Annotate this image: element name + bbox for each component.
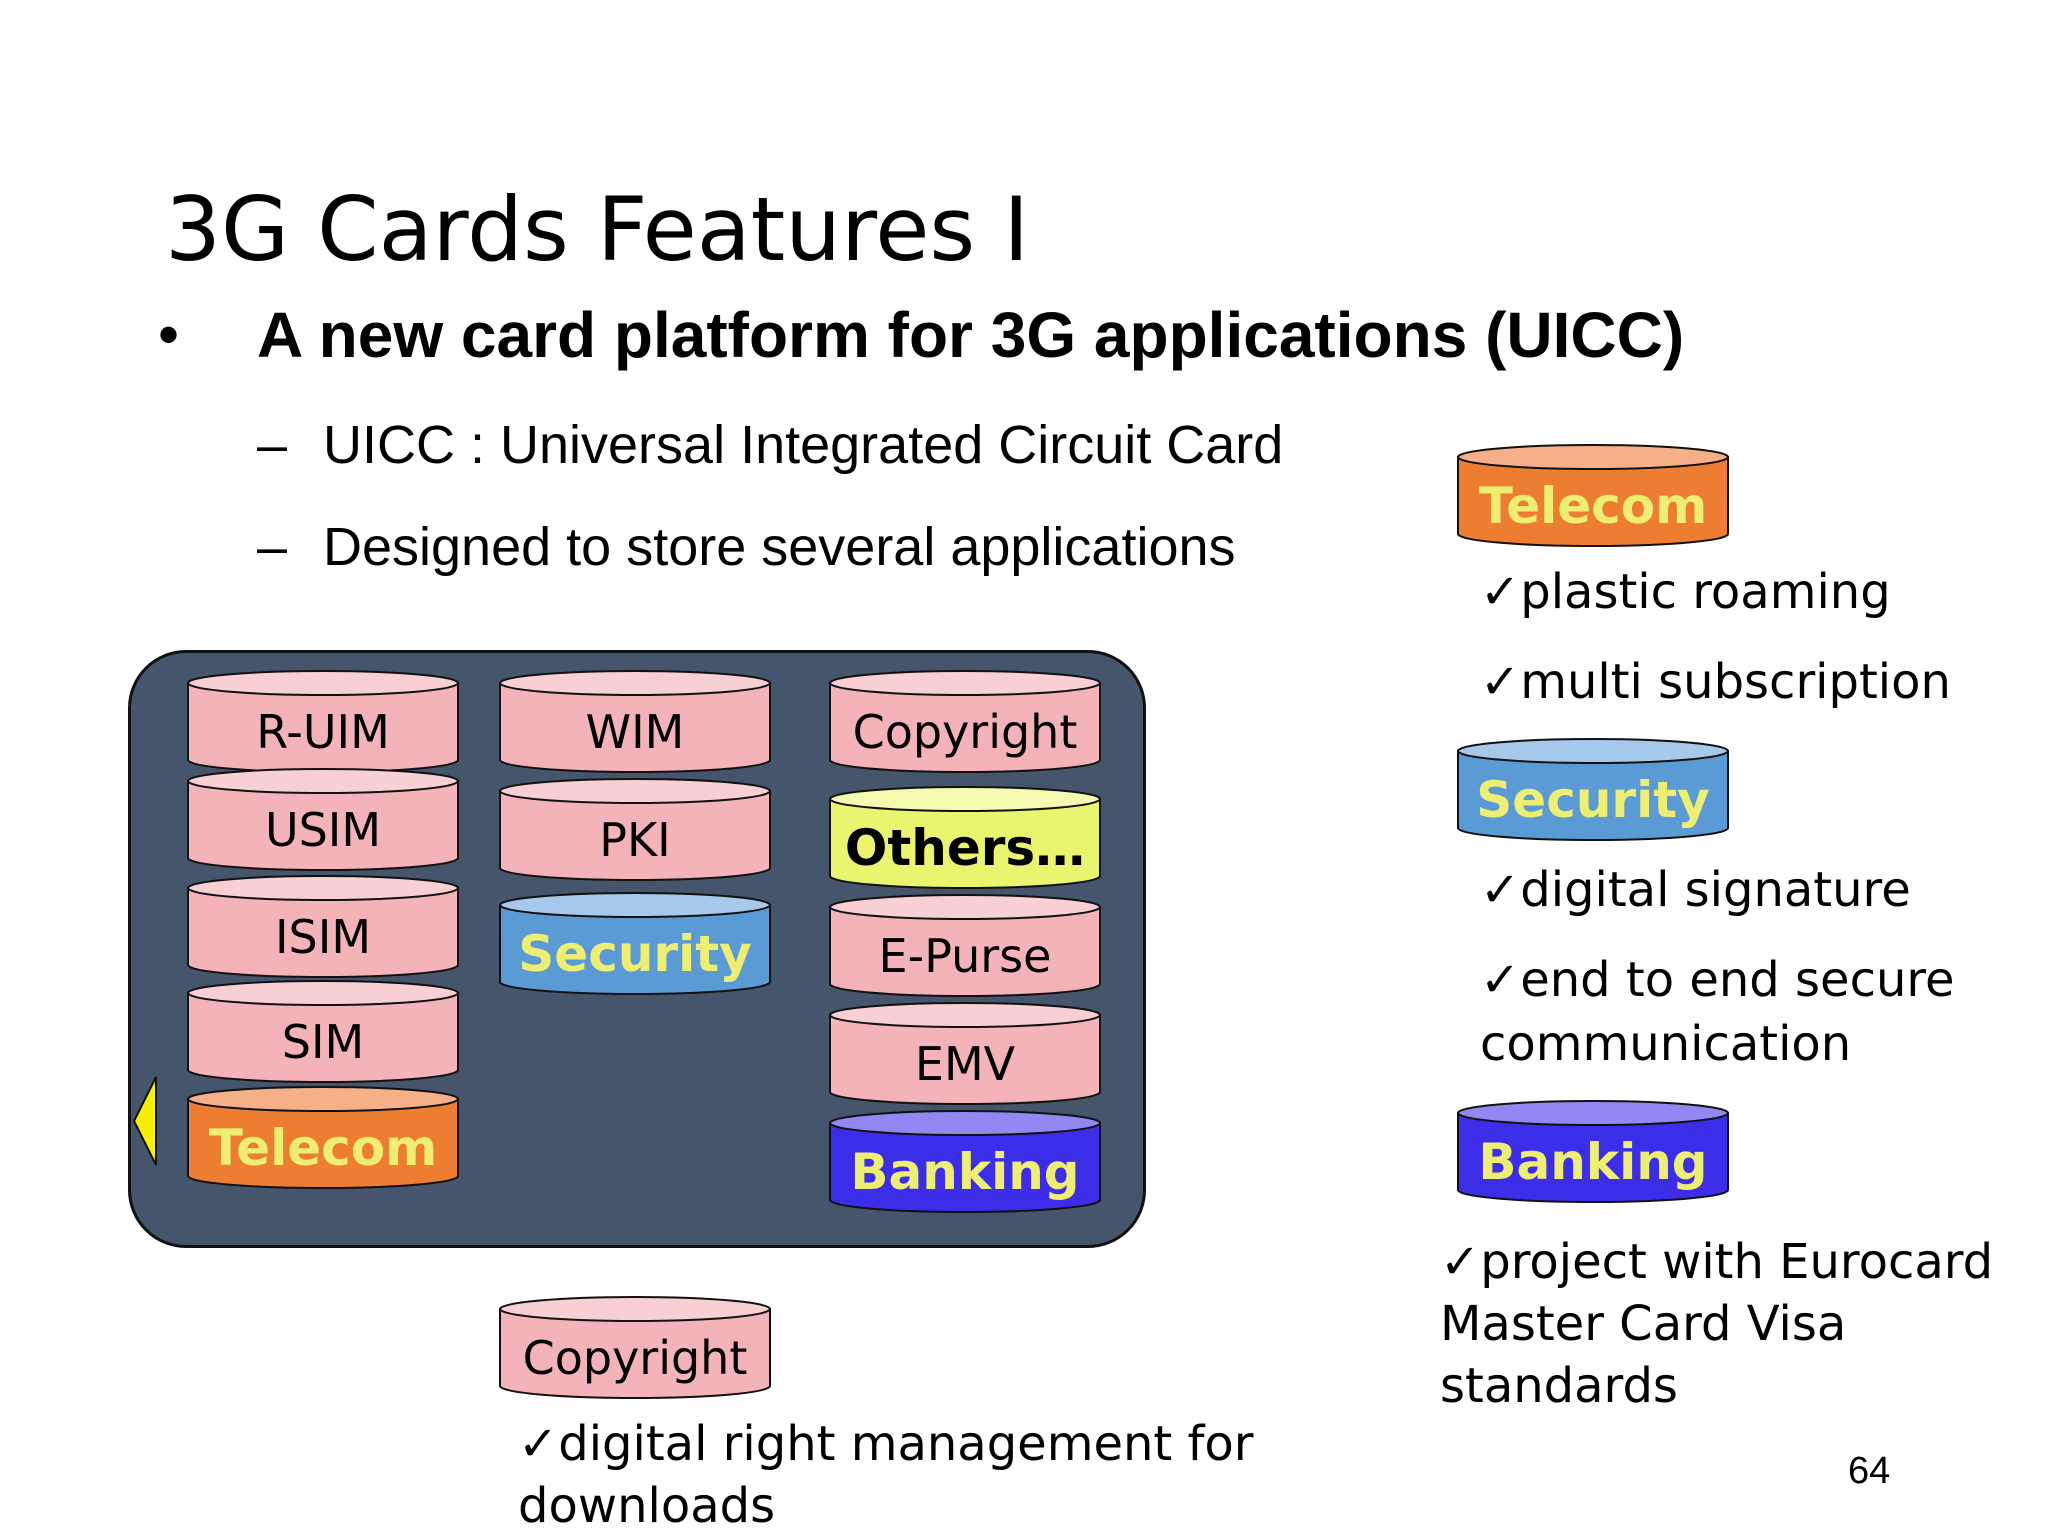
app-cylinder-isim: ISIM <box>186 875 460 979</box>
app-cylinder-r-uim: R-UIM <box>186 670 460 774</box>
cylinder-label: Security <box>518 925 752 983</box>
sub-bullet-1: –UICC : Universal Integrated Circuit Car… <box>257 414 1283 476</box>
legend-copyright-item: ✓digital right management for <box>518 1416 1254 1472</box>
app-cylinder-usim: USIM <box>186 768 460 872</box>
legend-banking-item: Master Card Visa <box>1440 1296 1847 1352</box>
legend-cylinder-banking: Banking <box>1456 1100 1730 1204</box>
legend-banking-item: standards <box>1440 1358 1678 1414</box>
legend-cylinder-copyright: Copyright <box>498 1296 772 1400</box>
card-notch-arrow-icon <box>132 1076 157 1166</box>
cylinder-label: Security <box>1476 771 1710 829</box>
cylinder-label: Telecom <box>208 1119 438 1177</box>
cylinder-label: Copyright <box>852 705 1078 759</box>
page-number: 64 <box>1848 1450 1891 1492</box>
app-cylinder-e-purse: E-Purse <box>828 894 1102 998</box>
app-cylinder-sim: SIM <box>186 980 460 1084</box>
main-bullet: A new card platform for 3G applications … <box>257 299 1685 371</box>
legend-telecom-item: ✓plastic roaming <box>1480 564 1891 620</box>
dash-marker: – <box>257 517 288 577</box>
app-cylinder-emv: EMV <box>828 1002 1102 1106</box>
cylinder-label: WIM <box>585 705 685 759</box>
legend-copyright-item: downloads <box>518 1478 776 1534</box>
app-cylinder-wim: WIM <box>498 670 772 774</box>
cylinder-label: Banking <box>850 1143 1080 1201</box>
legend-security-item: ✓end to end secure <box>1480 952 1955 1008</box>
slide-title: 3G Cards Features I <box>165 178 1030 281</box>
cylinder-label: PKI <box>599 813 671 867</box>
legend-cylinder-telecom: Telecom <box>1456 444 1730 548</box>
cylinder-label: USIM <box>264 803 382 857</box>
cylinder-label: E-Purse <box>878 929 1052 983</box>
cylinder-label: EMV <box>914 1037 1016 1091</box>
sub-bullet-2: –Designed to store several applications <box>257 516 1236 578</box>
cylinder-label: ISIM <box>274 910 372 964</box>
cylinder-label: Others… <box>844 819 1086 877</box>
sub-bullet-text: UICC : Universal Integrated Circuit Card <box>323 415 1284 475</box>
legend-security-item: communication <box>1480 1016 1852 1072</box>
app-cylinder-security: Security <box>498 892 772 996</box>
app-cylinder-others: Others… <box>828 786 1102 890</box>
sub-bullet-text: Designed to store several applications <box>323 517 1236 577</box>
legend-telecom-item: ✓multi subscription <box>1480 654 1951 710</box>
cylinder-label: Telecom <box>1478 477 1708 535</box>
app-cylinder-pki: PKI <box>498 778 772 882</box>
app-cylinder-copyright: Copyright <box>828 670 1102 774</box>
cylinder-label: R-UIM <box>256 705 390 759</box>
legend-banking-item: ✓project with Eurocard <box>1440 1234 1994 1290</box>
legend-security-item: ✓digital signature <box>1480 862 1911 918</box>
cylinder-label: Copyright <box>522 1331 748 1385</box>
app-cylinder-telecom: Telecom <box>186 1086 460 1190</box>
cylinder-label: Banking <box>1478 1133 1708 1191</box>
legend-cylinder-security: Security <box>1456 738 1730 842</box>
bullet-dot: • <box>158 301 180 368</box>
app-cylinder-banking: Banking <box>828 1110 1102 1214</box>
dash-marker: – <box>257 415 288 475</box>
cylinder-label: SIM <box>281 1015 365 1069</box>
